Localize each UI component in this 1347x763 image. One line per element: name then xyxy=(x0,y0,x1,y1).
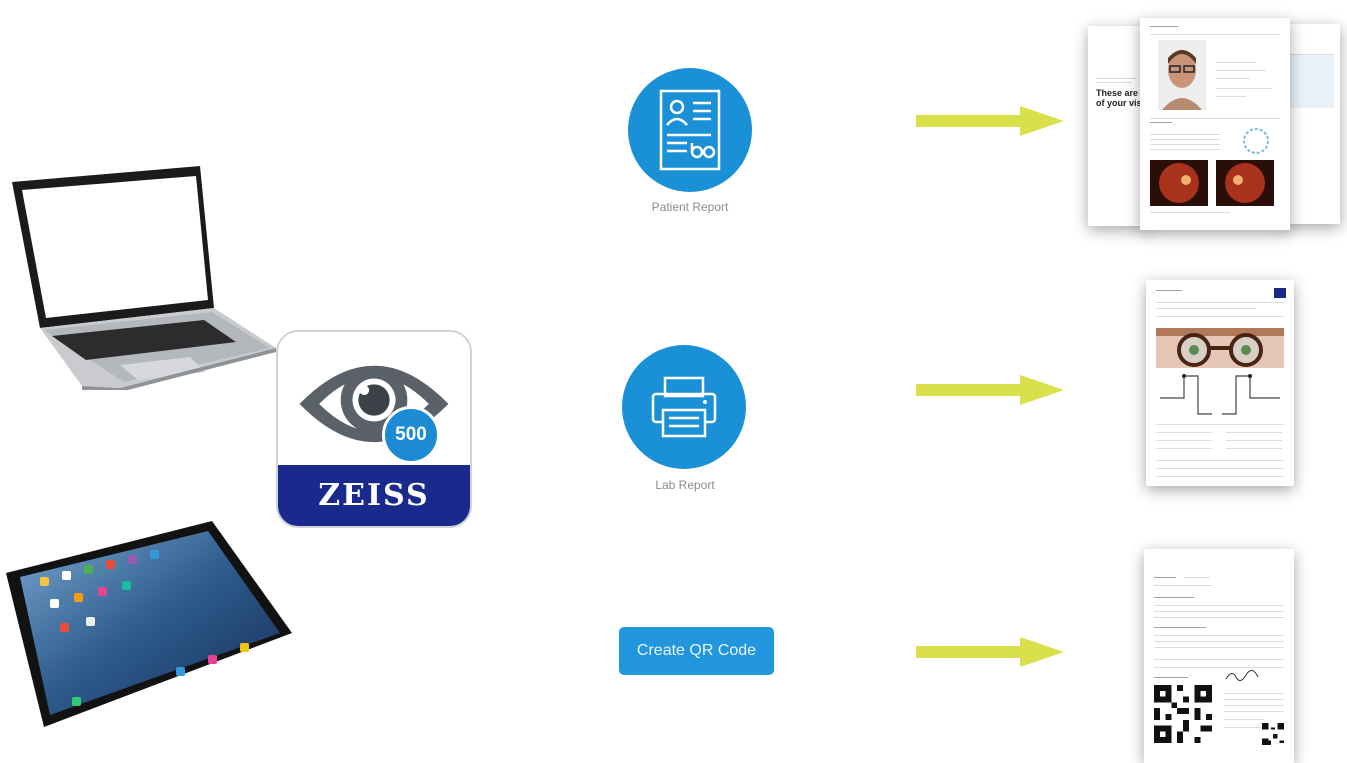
laptop-illustration xyxy=(12,166,276,390)
patient-report-preview: These are yo of your visit xyxy=(1088,18,1340,234)
zeiss-app-icon[interactable]: 500 ZEISS xyxy=(276,330,472,528)
lab-report-label: Lab Report xyxy=(655,478,715,492)
patient-report-front-text-1: These are yo xyxy=(1096,88,1152,98)
patient-report-right-page xyxy=(1284,24,1340,224)
patient-report-front-text-2: of your visit xyxy=(1096,98,1148,108)
arrow-to-patient-report-icon xyxy=(916,106,1064,136)
qr-code-small xyxy=(1262,723,1284,745)
signature xyxy=(1225,670,1259,681)
patient-report-icon xyxy=(659,89,721,171)
version-badge: 500 xyxy=(382,406,440,464)
create-qr-code-button[interactable]: Create QR Code xyxy=(619,627,774,675)
tablet-illustration xyxy=(6,521,292,727)
lab-report-button[interactable] xyxy=(622,345,746,469)
arrow-to-qr-document-icon xyxy=(916,637,1064,667)
eye-icon xyxy=(299,365,449,443)
lens-diagram xyxy=(1160,374,1280,415)
retina-image-left xyxy=(1150,160,1208,206)
arrow-to-lab-report-icon xyxy=(916,375,1064,405)
qr-code-document-preview xyxy=(1144,549,1294,763)
zeiss-logo: ZEISS xyxy=(278,465,470,526)
lab-report-preview xyxy=(1146,280,1294,486)
retina-image-right xyxy=(1216,160,1274,206)
qr-code-large xyxy=(1154,685,1212,743)
patient-report-back-page: These are yo of your visit xyxy=(1088,26,1152,226)
patient-report-button[interactable] xyxy=(628,68,752,192)
printer-icon xyxy=(651,376,717,438)
patient-report-front-page xyxy=(1140,18,1290,230)
patient-photo xyxy=(1158,40,1206,110)
patient-report-label: Patient Report xyxy=(651,200,729,214)
patient-eyes-photo xyxy=(1156,328,1284,368)
